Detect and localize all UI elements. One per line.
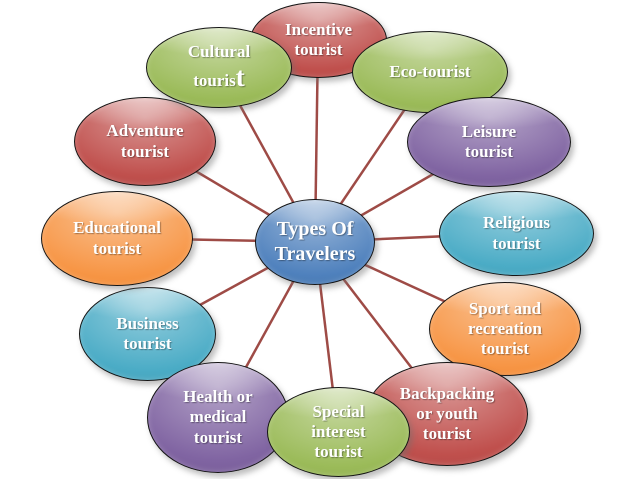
node-cultural-tourist: Cultural tourist xyxy=(146,27,292,108)
node-label: Business tourist xyxy=(116,313,179,353)
node-leisure-tourist: Leisure tourist xyxy=(407,97,571,187)
node-label: Religious tourist xyxy=(482,213,551,253)
node-label: Backpacking or youth tourist xyxy=(399,383,495,444)
node-eco-tourist: Eco-tourist xyxy=(352,31,508,113)
node-sport-recreation-tourist: Sport and recreation tourist xyxy=(429,282,581,376)
node-label: Incentive tourist xyxy=(284,19,353,59)
node-label: Leisure tourist xyxy=(461,121,517,161)
node-special-interest-tourist: Special interest tourist xyxy=(267,387,410,477)
node-adventure-tourist: Adventure tourist xyxy=(74,97,216,186)
node-label: Health or medical tourist xyxy=(183,387,253,447)
node-label: Eco-tourist xyxy=(389,61,471,81)
node-label: Cultural tourist xyxy=(187,41,251,92)
node-label: Special interest tourist xyxy=(311,401,366,462)
center-label: Types Of Travelers xyxy=(274,218,356,265)
node-health-medical-tourist: Health or medical tourist xyxy=(147,362,289,473)
node-label-large-t: t xyxy=(235,61,245,92)
node-label: Educational tourist xyxy=(73,218,161,258)
node-educational-tourist: Educational tourist xyxy=(41,191,193,286)
node-label: Adventure tourist xyxy=(106,121,184,161)
node-label: Sport and recreation tourist xyxy=(468,298,542,359)
node-religious-tourist: Religious tourist xyxy=(439,191,594,276)
node-center-types-of-travelers: Types Of Travelers xyxy=(255,199,375,285)
